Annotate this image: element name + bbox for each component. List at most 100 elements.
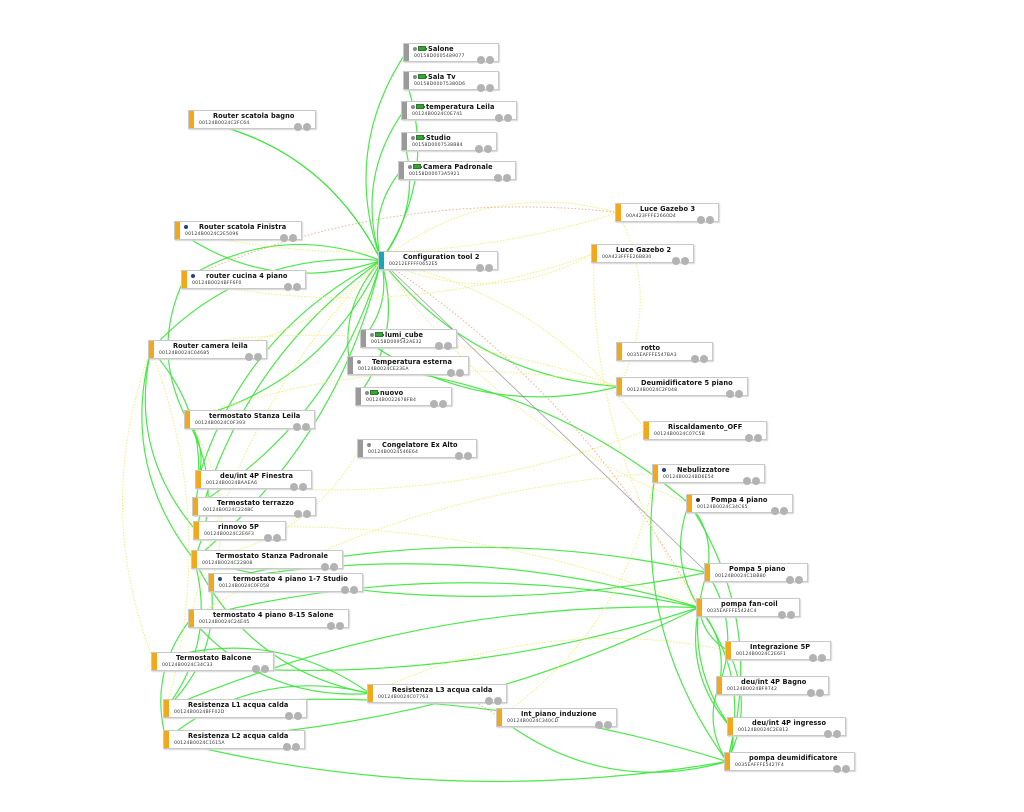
- node-termostato-stanza-padronale[interactable]: Termostato Stanza Padronale 00124B0024C2…: [191, 550, 343, 571]
- config-button[interactable]: [503, 174, 511, 182]
- config-button[interactable]: [303, 123, 311, 131]
- info-button[interactable]: [485, 697, 493, 705]
- node-integrazione-5p[interactable]: Integrazione 5P 00124B0024C2E6F1: [725, 641, 831, 662]
- info-button[interactable]: [435, 342, 443, 350]
- info-button[interactable]: [494, 174, 502, 182]
- config-button[interactable]: [299, 483, 307, 491]
- node-salone[interactable]: Salone 00158D0005489077: [403, 43, 499, 64]
- node-luce-gazebo-3[interactable]: Luce Gazebo 3 00A423FFFE2660D4: [615, 203, 719, 224]
- info-button[interactable]: [807, 689, 815, 697]
- config-button[interactable]: [754, 434, 762, 442]
- config-button[interactable]: [254, 353, 262, 361]
- info-button[interactable]: [726, 390, 734, 398]
- node-rinnovo-5p[interactable]: rinnovo 5P 00124B0024C2E6F3: [193, 521, 286, 542]
- node-pompa-deumidificatore[interactable]: pompa deumidificatore 0035EAFFFE5427F4: [724, 752, 855, 773]
- info-button[interactable]: [264, 534, 272, 542]
- info-button[interactable]: [294, 510, 302, 518]
- config-button[interactable]: [484, 145, 492, 153]
- config-button[interactable]: [833, 730, 841, 738]
- info-button[interactable]: [284, 283, 292, 291]
- config-button[interactable]: [302, 423, 310, 431]
- node-deu-int-4p-bagno[interactable]: deu/int 4P Bagno 00124B0024BF9742: [716, 676, 829, 697]
- info-button[interactable]: [245, 353, 253, 361]
- info-button[interactable]: [476, 264, 484, 272]
- config-button[interactable]: [439, 400, 447, 408]
- node-termostato-terrazzo[interactable]: Termostato terrazzo 00124B0024C2248C: [192, 497, 316, 518]
- config-button[interactable]: [816, 689, 824, 697]
- node-deu-int-4p-ingresso[interactable]: deu/int 4P ingresso 00124B0024C2E812: [727, 717, 846, 738]
- info-button[interactable]: [743, 477, 751, 485]
- node-congelatore-ex-alto[interactable]: Congelatore Ex Alto 00124B0024546E64: [357, 439, 477, 460]
- info-button[interactable]: [595, 721, 603, 729]
- info-button[interactable]: [285, 712, 293, 720]
- info-button[interactable]: [293, 423, 301, 431]
- info-button[interactable]: [833, 765, 841, 773]
- config-button[interactable]: [273, 534, 281, 542]
- config-button[interactable]: [303, 510, 311, 518]
- config-button[interactable]: [464, 452, 472, 460]
- info-button[interactable]: [294, 123, 302, 131]
- node-termostato-4-piano-1-7-studio[interactable]: termostato 4 piano 1-7 Studio 00124B0024…: [208, 573, 363, 594]
- config-button[interactable]: [350, 586, 358, 594]
- node-deumidificatore-5-piano[interactable]: Deumidificatore 5 piano 00124B0024C2F048: [616, 377, 748, 398]
- config-button[interactable]: [795, 576, 803, 584]
- config-button[interactable]: [293, 283, 301, 291]
- info-button[interactable]: [430, 400, 438, 408]
- config-button[interactable]: [700, 355, 708, 363]
- node-sala-tv[interactable]: Sala Tv 00158D00075380D6: [403, 71, 499, 92]
- node-int-piano-induzione[interactable]: Int_piano_induzione 00124B0024C340CD: [496, 708, 617, 729]
- info-button[interactable]: [672, 257, 680, 265]
- node-lumi-cube[interactable]: lumi_cube 00158D009542AE32: [360, 329, 457, 350]
- config-button[interactable]: [494, 697, 502, 705]
- config-button[interactable]: [681, 257, 689, 265]
- config-button[interactable]: [261, 665, 269, 673]
- node-riscaldamento-off[interactable]: Riscaldamento_OFF 00124B0024C07C5B: [643, 421, 767, 442]
- info-button[interactable]: [447, 369, 455, 377]
- config-button[interactable]: [456, 369, 464, 377]
- node-temperatura-leila[interactable]: temperatura Leila 00124B0024C0E741: [401, 101, 517, 122]
- info-button[interactable]: [786, 576, 794, 584]
- info-button[interactable]: [290, 483, 298, 491]
- info-button[interactable]: [778, 611, 786, 619]
- node-nuovo[interactable]: nuovo 00124B0022678FB4: [355, 387, 452, 408]
- config-button[interactable]: [444, 342, 452, 350]
- node-router-scatola-finistra[interactable]: Router scatola Finistra 00124B0024C2E509…: [174, 221, 302, 242]
- node-router-cucina-4-piano[interactable]: router cucina 4 piano 00124B0024BFF6F0: [181, 270, 306, 291]
- config-button[interactable]: [292, 743, 300, 751]
- info-button[interactable]: [745, 434, 753, 442]
- node-studio[interactable]: Studio 00158D0007538B84: [401, 132, 497, 153]
- config-button[interactable]: [486, 56, 494, 64]
- node-resistenza-l3[interactable]: Resistenza L3 acqua calda 00124B0024C077…: [367, 684, 507, 705]
- node-router-camera-leila[interactable]: Router camera leila 00124B0024C04685: [148, 340, 267, 361]
- info-button[interactable]: [824, 730, 832, 738]
- config-button[interactable]: [787, 611, 795, 619]
- config-button[interactable]: [604, 721, 612, 729]
- node-rotto[interactable]: rotto 0035EAFFFE547BA3: [616, 342, 713, 363]
- info-button[interactable]: [280, 234, 288, 242]
- info-button[interactable]: [477, 84, 485, 92]
- config-button[interactable]: [706, 216, 714, 224]
- node-pompa-5-piano[interactable]: Pompa 5 piano 00124B0024C1BB80: [704, 563, 808, 584]
- node-termostato-balcone[interactable]: Termostato Balcone 00124B0024C34C33: [151, 652, 274, 673]
- config-button[interactable]: [818, 654, 826, 662]
- info-button[interactable]: [697, 216, 705, 224]
- info-button[interactable]: [341, 586, 349, 594]
- node-termostato-4-piano-8-15-salone[interactable]: termostato 4 piano 8-15 Salone 00124B002…: [188, 609, 349, 630]
- info-button[interactable]: [321, 563, 329, 571]
- node-resistenza-l1[interactable]: Resistenza L1 acqua calda 00124B0024BFF0…: [163, 699, 307, 720]
- info-button[interactable]: [327, 622, 335, 630]
- config-button[interactable]: [486, 84, 494, 92]
- config-button[interactable]: [336, 622, 344, 630]
- info-button[interactable]: [495, 114, 503, 122]
- info-button[interactable]: [455, 452, 463, 460]
- node-configuration-tool-2[interactable]: Configuration tool 2 00212EFFFF0652E5: [378, 251, 498, 272]
- node-nebulizzatore[interactable]: Nebulizzatore 00124B0024BD6E54: [652, 464, 765, 485]
- config-button[interactable]: [289, 234, 297, 242]
- config-button[interactable]: [735, 390, 743, 398]
- config-button[interactable]: [330, 563, 338, 571]
- info-button[interactable]: [475, 145, 483, 153]
- config-button[interactable]: [842, 765, 850, 773]
- node-temperatura-esterna[interactable]: Temperatura esterna 00124B0024CE23EA: [347, 356, 469, 377]
- node-deu-int-4p-finestra[interactable]: deu/int 4P Finestra 00124B0024BAAEA6: [195, 470, 312, 491]
- node-pompa-4-piano[interactable]: Pompa 4 piano 00124B0024C34C65: [686, 494, 793, 515]
